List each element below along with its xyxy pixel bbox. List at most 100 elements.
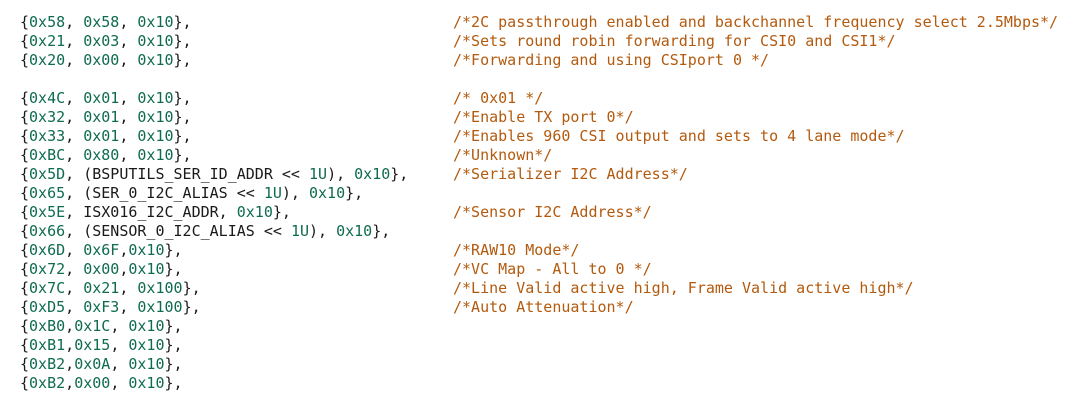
code-token: { [20,241,30,259]
code-comment: /*Enables 960 CSI output and sets to 4 l… [453,127,905,145]
code-token: { [20,203,30,221]
number-literal: 0x10 [309,184,346,202]
code-token: ), [327,165,355,183]
number-literal: 1U [290,222,309,240]
code-token: , [65,317,75,335]
code-token: , [65,336,75,354]
code-token: { [20,127,30,145]
code-token: , [65,146,84,164]
code-token: }, [173,13,192,31]
number-literal: 0xF3 [83,298,120,316]
code-line: {0xB2,0x00, 0x10}, [20,374,1071,393]
code-line [20,70,1071,89]
code-token: { [20,298,30,316]
code-token: }, [182,298,201,316]
number-literal: 0x58 [83,13,120,31]
number-literal: 0x01 [83,108,120,126]
code-token: , [65,32,84,50]
code-text: {0x5D, (BSPUTILS_SER_ID_ADDR << 1U), 0x1… [20,165,408,184]
number-literal: 1U [263,184,282,202]
code-line: {0x5D, (BSPUTILS_SER_ID_ADDR << 1U), 0x1… [20,165,1071,184]
number-literal: 0x10 [137,32,174,50]
code-text: {0xBC, 0x80, 0x10}, [20,146,192,165]
code-token: { [20,89,30,107]
number-literal: 0x10 [137,13,174,31]
code-line: {0x72, 0x00,0x10},/*VC Map - All to 0 */ [20,260,1071,279]
number-literal: 0x00 [74,374,111,392]
code-token: { [20,146,30,164]
code-comment: /*Auto Attenuation*/ [453,298,634,316]
number-literal: 0x10 [128,317,165,335]
code-token: , [65,108,84,126]
code-token: }, [164,336,183,354]
code-token: }, [345,184,364,202]
code-token: , [119,298,138,316]
code-token: }, [164,317,183,335]
code-token: , [119,127,138,145]
number-literal: 0x4C [29,89,66,107]
number-literal: 0x21 [83,279,120,297]
code-token: { [20,222,30,240]
code-token: , [65,51,84,69]
code-line: {0x5E, ISX016_I2C_ADDR, 0x10},/*Sensor I… [20,203,1071,222]
code-token: { [20,374,30,392]
code-token: { [20,32,30,50]
number-literal: 0x10 [137,51,174,69]
code-token: , [65,241,84,259]
number-literal: 0x01 [83,127,120,145]
number-literal: 0x03 [83,32,120,50]
number-literal: 0x10 [128,374,165,392]
code-token: ), [309,222,337,240]
code-token: { [20,279,30,297]
code-token: }, [173,108,192,126]
code-line: {0xB0,0x1C, 0x10}, [20,317,1071,336]
number-literal: 0x10 [128,260,165,278]
number-literal: 0x01 [83,89,120,107]
number-literal: 0x32 [29,108,66,126]
code-token: }, [372,222,391,240]
code-comment: /*Unknown*/ [453,146,553,164]
code-line: {0x66, (SENSOR_0_I2C_ALIAS << 1U), 0x10}… [20,222,1071,241]
number-literal: 0x10 [336,222,373,240]
number-literal: 0x10 [354,165,391,183]
code-line: {0x21, 0x03, 0x10},/*Sets round robin fo… [20,32,1071,51]
code-token: { [20,108,30,126]
number-literal: 0x0A [74,355,111,373]
number-literal: 0x00 [83,51,120,69]
code-token: , [119,13,138,31]
code-token: , [65,127,84,145]
number-literal: 0xB0 [29,317,66,335]
code-comment: /*Serializer I2C Address*/ [453,165,688,183]
number-literal: 0x80 [83,146,120,164]
code-line: {0xBC, 0x80, 0x10}, /*Unknown*/ [20,146,1071,165]
number-literal: 0xB1 [29,336,66,354]
code-token: }, [173,32,192,50]
code-text: {0x21, 0x03, 0x10}, [20,32,192,51]
code-line: {0x4C, 0x01, 0x10},/* 0x01 */ [20,89,1071,108]
code-line: {0x65, (SER_0_I2C_ALIAS << 1U), 0x10}, [20,184,1071,203]
code-comment: /*RAW10 Mode*/ [453,241,580,259]
code-line: {0x20, 0x00, 0x10},/*Forwarding and usin… [20,51,1071,70]
number-literal: 0x6F [83,241,120,259]
number-literal: 0x58 [29,13,66,31]
code-token: { [20,336,30,354]
code-text: {0x4C, 0x01, 0x10}, [20,89,192,108]
number-literal: 0x66 [29,222,66,240]
code-text: {0x7C, 0x21, 0x100}, [20,279,201,298]
number-literal: 0x5E [29,203,66,221]
code-token: , ISX016_I2C_ADDR, [65,203,237,221]
code-line: {0x32, 0x01, 0x10},/*Enable TX port 0*/ [20,108,1071,127]
code-token: , [110,374,129,392]
number-literal: 1U [309,165,328,183]
code-line: {0x58, 0x58, 0x10},/*2C passthrough enab… [20,13,1071,32]
code-token: , (SER_0_I2C_ALIAS << [65,184,264,202]
number-literal: 0x6D [29,241,66,259]
number-literal: 0x10 [137,89,174,107]
code-token: { [20,260,30,278]
number-literal: 0x72 [29,260,66,278]
code-token: }, [164,260,183,278]
code-token: { [20,355,30,373]
code-token: , [65,279,84,297]
code-comment: /*Line Valid active high, Frame Valid ac… [453,279,914,297]
code-text: {0x32, 0x01, 0x10}, [20,108,192,127]
